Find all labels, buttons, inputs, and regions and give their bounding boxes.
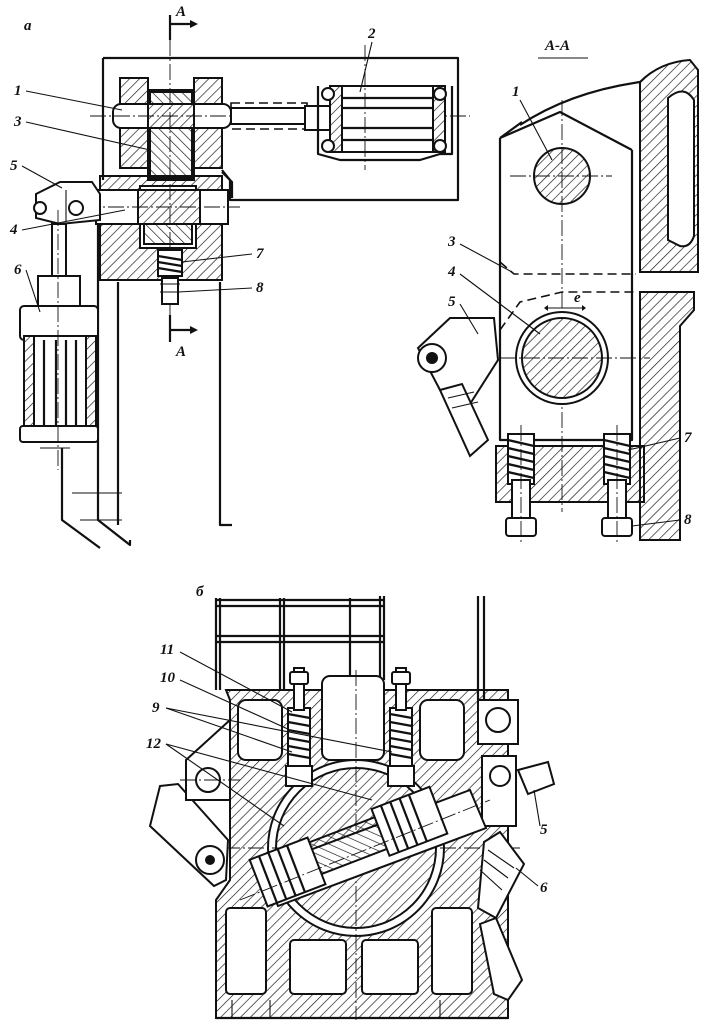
gap-e-label: е [574,290,581,306]
label-b-5: 5 [540,822,548,838]
section-marker-top: А [168,4,198,40]
section-aa: А-А е [416,38,699,545]
springs-b [285,667,415,787]
right-bracket [476,699,556,1002]
label-b-6: 6 [540,880,548,896]
section-marker-bottom-letter: А [175,344,186,360]
figure-a-labels: 1 2 3 5 4 6 7 8 [9,26,376,313]
label-a-7: 7 [256,246,264,262]
eccentric-assembly [239,785,491,908]
label-b-10: 10 [160,670,176,686]
spring-7-a [157,249,183,305]
label-a-5: 5 [10,158,18,174]
figure-b-labels: 11 10 9 12 5 6 [146,642,548,896]
label-aa-1: 1 [512,84,520,100]
label-aa-4: 4 [447,264,456,280]
section-aa-title: А-А [544,38,570,54]
left-bracket [148,717,240,888]
label-b-11: 11 [160,642,174,658]
label-a-2: 2 [367,26,376,42]
figure-b-label: б [196,584,204,600]
label-b-9: 9 [152,700,160,716]
label-a-1: 1 [14,83,22,99]
label-aa-7: 7 [684,430,692,446]
cylinder-6-a [19,210,99,470]
railing [214,596,486,700]
figure-a-label: а [24,18,32,34]
upper-housing [90,77,470,181]
label-aa-8: 8 [684,512,692,528]
label-a-8: 8 [256,280,264,296]
label-a-6: 6 [14,262,22,278]
figure-b: б [146,584,556,1020]
figure-a: а А А [9,4,470,549]
label-b-12: 12 [146,736,162,752]
label-a-3: 3 [13,114,22,130]
label-a-4: 4 [9,222,18,238]
label-aa-5: 5 [448,294,456,310]
section-aa-labels: 1 3 4 5 7 8 [447,84,692,528]
label-aa-3: 3 [447,234,456,250]
frame-a [60,56,460,549]
cylinder-2 [304,45,454,170]
section-marker-bottom: А [168,315,198,360]
section-marker-top-letter: А [175,4,186,20]
middle-block [33,40,240,320]
